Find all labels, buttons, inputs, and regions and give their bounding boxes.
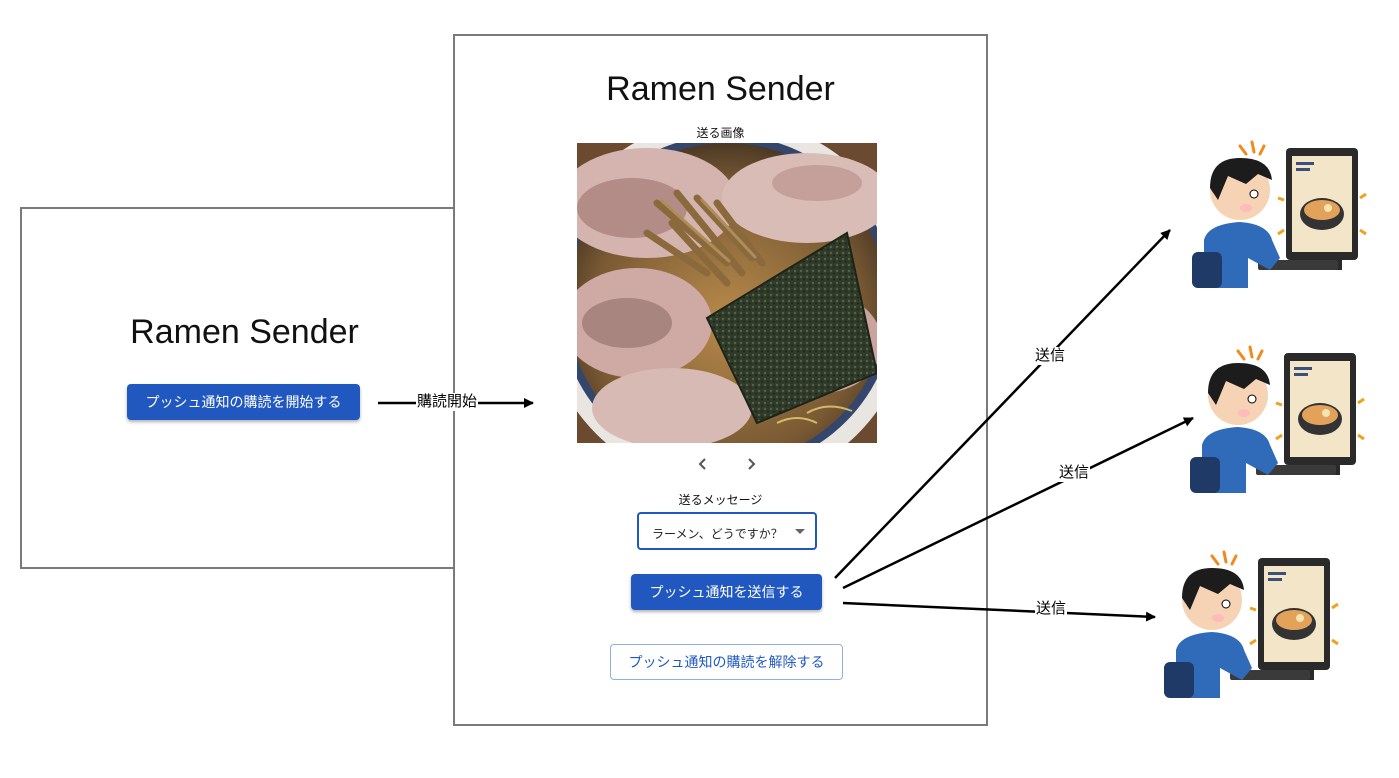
ramen-image — [577, 143, 877, 443]
message-label: 送るメッセージ — [678, 493, 763, 507]
subscribe-screen: Ramen Sender プッシュ通知の購読を開始する — [20, 207, 469, 569]
send-button[interactable]: プッシュ通知を送信する — [631, 574, 822, 610]
subscribe-button[interactable]: プッシュ通知の購読を開始する — [127, 384, 360, 420]
person-at-computer-icon — [1192, 140, 1367, 288]
message-select[interactable]: ラーメン、どうですか？ — [637, 512, 817, 550]
app-title: Ramen Sender — [606, 70, 835, 108]
app-title: Ramen Sender — [130, 313, 359, 351]
send-edge-label-2: 送信 — [1058, 464, 1091, 482]
dropdown-caret-icon — [795, 529, 805, 534]
chevron-right-icon[interactable] — [741, 454, 761, 474]
send-edge-label-1: 送信 — [1034, 347, 1067, 365]
sender-screen: Ramen Sender 送る画像 — [453, 34, 988, 726]
unsubscribe-button[interactable]: プッシュ通知の購読を解除する — [610, 644, 843, 680]
person-at-computer-icon — [1190, 345, 1365, 493]
image-label: 送る画像 — [696, 126, 745, 140]
subscribe-edge-label: 購読開始 — [416, 393, 479, 411]
chevron-left-icon[interactable] — [693, 454, 713, 474]
person-at-computer-icon — [1164, 550, 1339, 698]
send-edge-label-3: 送信 — [1035, 600, 1068, 618]
message-select-value: ラーメン、どうですか？ — [652, 527, 783, 541]
